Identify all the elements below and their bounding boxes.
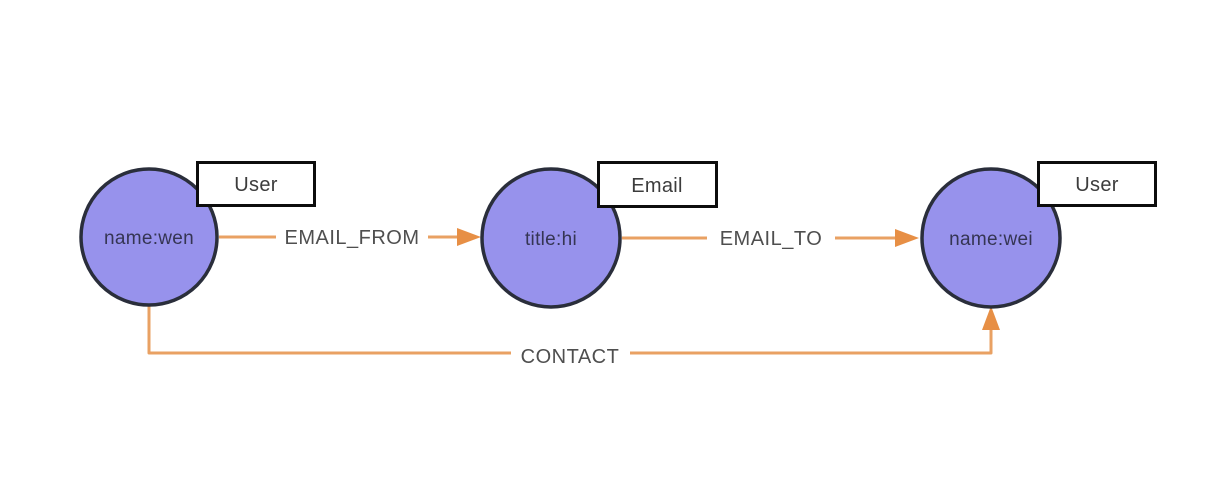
node-email-hi-label: title:hi: [525, 229, 577, 250]
node-user-wei-label: name:wei: [949, 229, 1033, 250]
email-from-label-bg: [276, 224, 428, 250]
contact-edge-label: CONTACT: [521, 346, 620, 368]
node-user-wen[interactable]: name:wen: [79, 167, 219, 307]
node-email-hi[interactable]: title:hi: [480, 167, 622, 309]
contact-label-bg: [511, 344, 630, 368]
edge-email-from: EMAIL_FROM: [219, 224, 481, 250]
badge-user-wei-label: User: [1075, 174, 1118, 196]
node-email-hi-circle[interactable]: [480, 167, 622, 309]
edge-email-to: EMAIL_TO: [622, 225, 919, 251]
email-from-arrowhead: [457, 228, 481, 246]
contact-arrowhead: [982, 306, 1000, 330]
badge-email-hi-box: [597, 161, 718, 208]
badge-email-hi: Email: [597, 161, 718, 208]
edge-contact: CONTACT: [147, 305, 1000, 368]
node-user-wen-circle[interactable]: [79, 167, 219, 307]
badge-user-wen-label: User: [234, 174, 277, 196]
badge-user-wei: User: [1037, 161, 1157, 207]
badge-user-wen: User: [196, 161, 316, 207]
email-to-label-bg: [707, 225, 835, 251]
node-user-wei-circle[interactable]: [920, 167, 1062, 309]
badge-email-hi-label: Email: [631, 175, 683, 197]
node-user-wen-label: name:wen: [104, 228, 194, 249]
badge-user-wen-box: [196, 161, 316, 207]
email-to-arrowhead: [895, 229, 919, 247]
node-user-wei[interactable]: name:wei: [920, 167, 1062, 309]
email-from-edge-label: EMAIL_FROM: [284, 227, 419, 249]
badge-user-wei-box: [1037, 161, 1157, 207]
email-to-edge-label: EMAIL_TO: [720, 228, 823, 250]
